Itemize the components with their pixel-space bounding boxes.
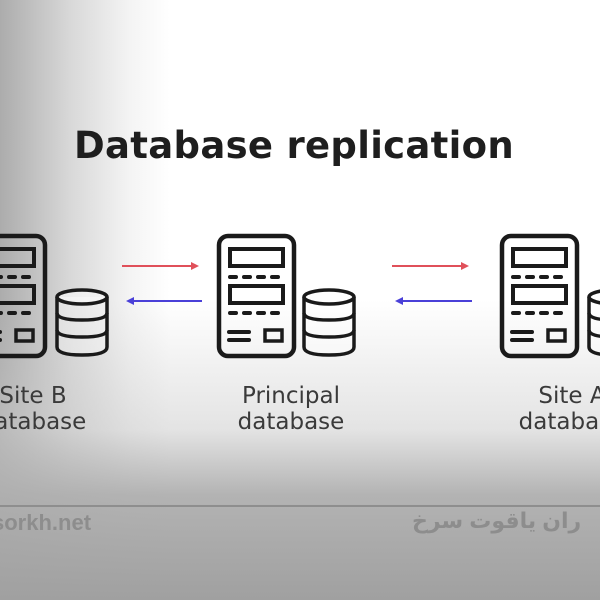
site-b-database-icon [55, 288, 109, 357]
site-a-database-icon [587, 288, 600, 357]
principal-database-icon [302, 288, 356, 357]
watermark-domain: sorkh.net [0, 510, 92, 535]
site-a-label-line1: Site A [538, 383, 600, 409]
principal-label-line1: Principal [241, 383, 340, 409]
site-b-label: Site B database [0, 383, 118, 435]
principal-label: Principal database [206, 383, 376, 435]
site-a-server-icon [502, 236, 577, 356]
watermark-brand: ران یاقوت سرخ [412, 508, 582, 533]
principal-server-icon [219, 236, 294, 356]
diagram-title: Database replication [74, 124, 515, 167]
site-b-server-icon [0, 236, 45, 356]
site-b-label-line1: Site B [0, 383, 67, 409]
principal-label-line2: database [237, 409, 345, 435]
site-a-label-line2: database [518, 409, 600, 435]
watermark-divider [0, 505, 600, 507]
site-a-label: Site A database [487, 383, 600, 435]
site-b-label-line2: database [0, 409, 87, 435]
